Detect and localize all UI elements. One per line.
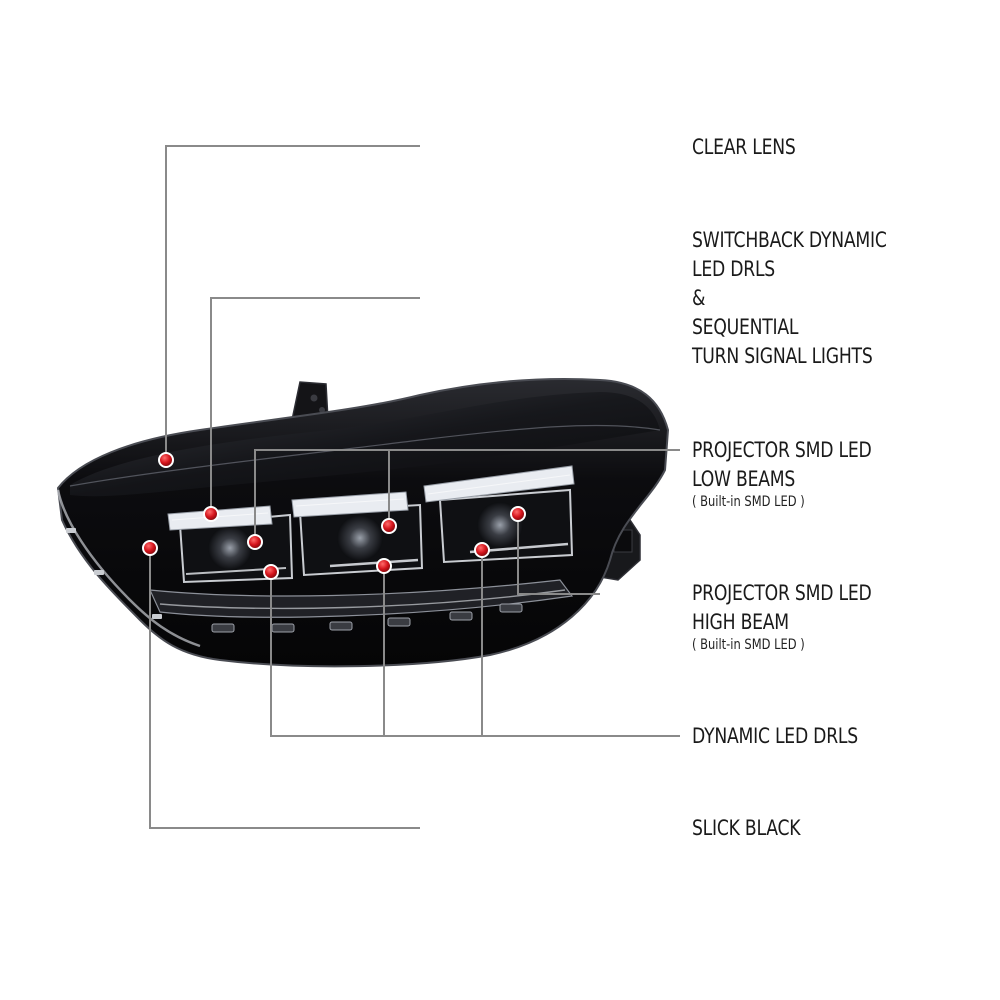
label-high-beam: PROJECTOR SMD LED HIGH BEAM ( Built-in S… (692, 579, 872, 653)
callout-dot-slick-black (142, 540, 158, 556)
callout-dot-low-beam-2 (381, 518, 397, 534)
label-switchback-drl: SWITCHBACK DYNAMIC LED DRLS & SEQUENTIAL… (692, 226, 887, 371)
label-line: SEQUENTIAL (692, 315, 799, 339)
callout-dot-drl-3 (474, 542, 490, 558)
label-subtext: ( Built-in SMD LED ) (692, 637, 805, 653)
label-line: DYNAMIC LED DRLS (692, 724, 858, 748)
side-clips (66, 528, 162, 619)
label-subtext: ( Built-in SMD LED ) (692, 494, 805, 510)
callout-dot-clear-lens (158, 452, 174, 468)
leader-clear-lens (165, 145, 420, 460)
label-line: LOW BEAMS (692, 467, 796, 491)
label-line: CLEAR LENS (692, 135, 796, 159)
label-clear-lens: CLEAR LENS (692, 133, 796, 162)
label-line: LED DRLS (692, 257, 775, 281)
label-line: HIGH BEAM (692, 610, 789, 634)
leader-switchback-drl (210, 297, 420, 514)
label-line: & (692, 286, 706, 310)
callout-dot-drl-1 (263, 564, 279, 580)
projector-1 (178, 513, 294, 584)
callout-dot-switchback-drl (203, 506, 219, 522)
projector-3 (438, 488, 574, 564)
label-line: SLICK BLACK (692, 816, 801, 840)
label-line: SWITCHBACK DYNAMIC (692, 228, 887, 252)
label-line: PROJECTOR SMD LED (692, 581, 872, 605)
leader-lines (149, 145, 680, 829)
callout-dots (142, 452, 526, 580)
label-low-beams: PROJECTOR SMD LED LOW BEAMS ( Built-in S… (692, 436, 872, 510)
label-line: TURN SIGNAL LIGHTS (692, 344, 873, 368)
label-slick-black: SLICK BLACK (692, 814, 801, 843)
label-line: PROJECTOR SMD LED (692, 438, 872, 462)
callout-dot-low-beam-1 (247, 534, 263, 550)
label-dynamic-drls: DYNAMIC LED DRLS (692, 722, 858, 751)
lower-led-row (211, 603, 523, 633)
clear-lens-surface (70, 392, 660, 497)
callout-dot-drl-2 (376, 558, 392, 574)
chrome-edge (56, 489, 201, 648)
leader-slick-black (149, 548, 420, 829)
leader-high-beam (517, 514, 600, 595)
callout-dot-high-beam (510, 506, 526, 522)
